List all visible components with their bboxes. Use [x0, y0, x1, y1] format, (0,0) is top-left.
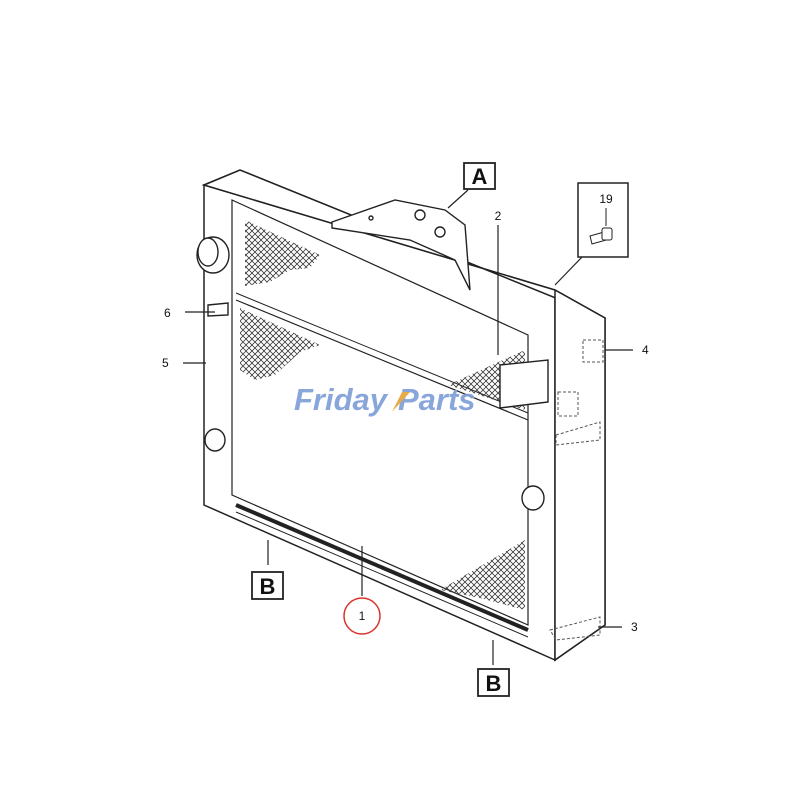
hidden-parts [549, 339, 604, 641]
view-label-b-left: B [260, 574, 276, 599]
watermark-accent-icon [392, 392, 410, 412]
callout-4: 4 [642, 343, 649, 357]
radiator-fittings [196, 236, 549, 511]
view-label-a: A [472, 164, 488, 189]
callout-1-circle [343, 597, 381, 635]
watermark-part2: Parts [398, 382, 476, 417]
view-box-b-left: B [251, 571, 284, 600]
view-box-b-right: B [477, 668, 510, 697]
view-label-b-right: B [486, 671, 502, 696]
radiator-frame [201, 169, 606, 662]
watermark-logo: Friday Parts [294, 382, 476, 417]
view-box-a: A [463, 162, 496, 190]
bolt-detail-box [577, 182, 629, 258]
callout-5: 5 [162, 356, 169, 370]
callout-6: 6 [164, 306, 171, 320]
callout-labels: 2 6 5 4 3 19 1 [162, 192, 649, 635]
callout-19: 19 [599, 192, 613, 206]
callout-3: 3 [631, 620, 638, 634]
watermark-part1: Friday [294, 382, 389, 417]
mounting-bracket [331, 199, 471, 291]
bolt-icon [589, 227, 613, 245]
callout-2: 2 [495, 209, 502, 223]
callout-1: 1 [359, 609, 366, 623]
